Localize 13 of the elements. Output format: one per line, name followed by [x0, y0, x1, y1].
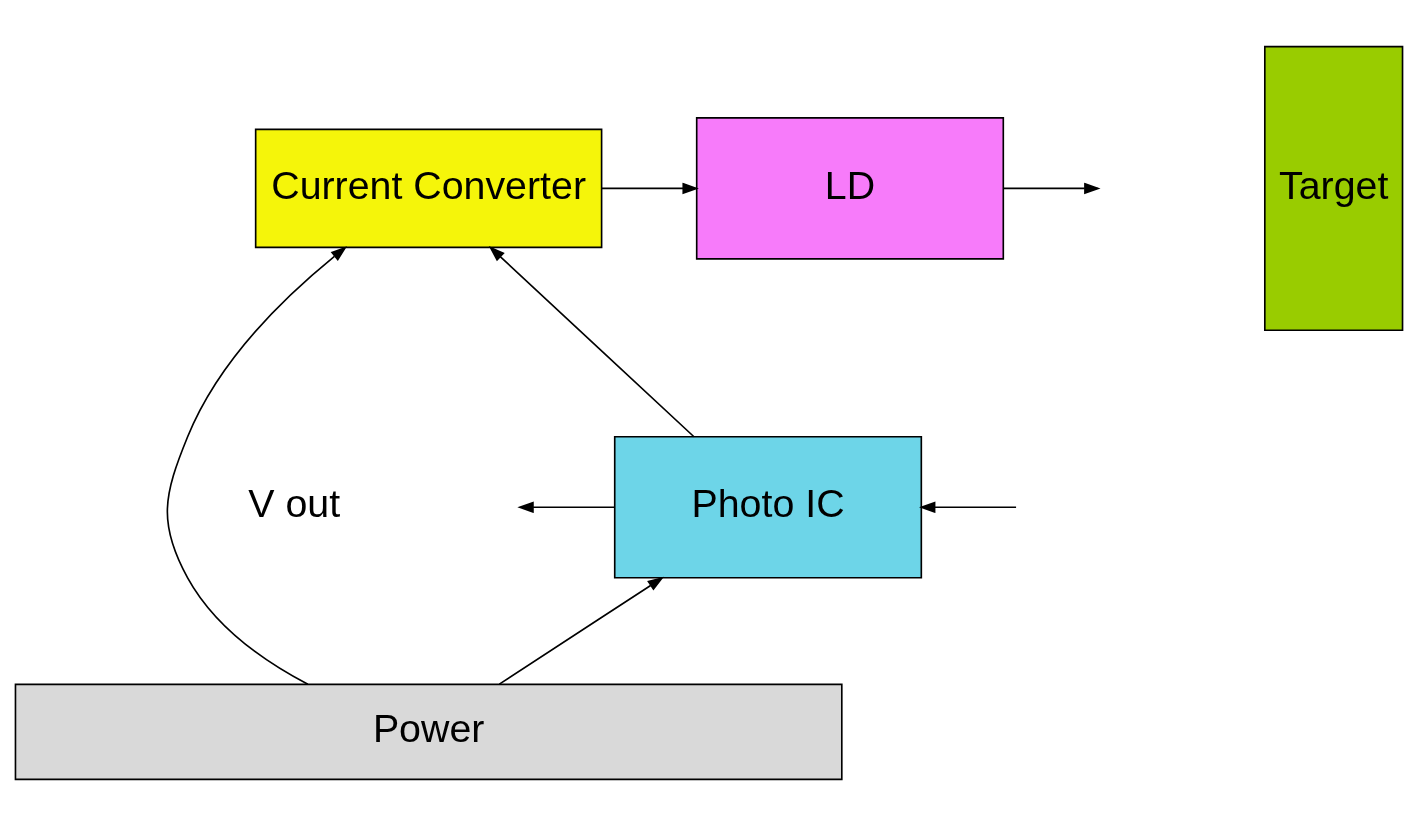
- arrow: [517, 501, 616, 514]
- node-box: Target: [1264, 45, 1404, 331]
- node-box: LD: [695, 117, 1005, 260]
- node-box: Power: [14, 683, 843, 781]
- arrow: [1002, 182, 1101, 195]
- arrow: [919, 501, 1017, 514]
- label: V out: [248, 481, 341, 526]
- node-box: Photo IC: [613, 435, 923, 579]
- arrow: [498, 576, 664, 685]
- arrow: [601, 182, 699, 195]
- arrow: [166, 246, 348, 686]
- node-box: Current Converter: [254, 128, 603, 249]
- arrow: [488, 245, 695, 438]
